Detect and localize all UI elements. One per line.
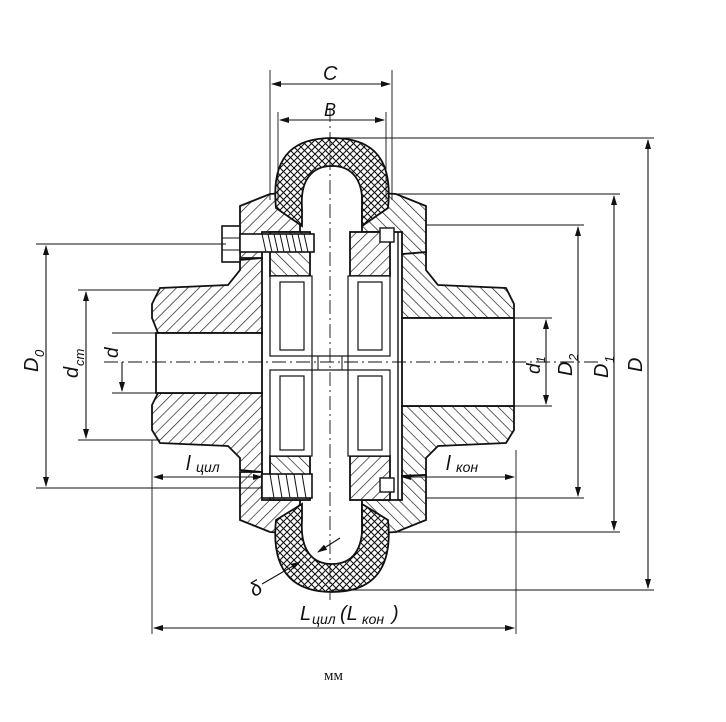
svg-text:(L: (L bbox=[340, 603, 358, 625]
svg-text:D: D bbox=[21, 358, 43, 372]
svg-text:d: d bbox=[524, 362, 545, 374]
svg-text:cт: cт bbox=[72, 349, 87, 367]
svg-text:кон: кон bbox=[456, 459, 478, 475]
svg-text:D: D bbox=[625, 358, 647, 372]
svg-text:цил: цил bbox=[312, 611, 336, 627]
svg-text:L: L bbox=[300, 603, 311, 625]
label-d: d bbox=[102, 346, 123, 358]
label-C: C bbox=[323, 63, 338, 85]
label-D: D bbox=[625, 358, 647, 372]
label-L-bottom: L цил (L кон ) bbox=[300, 603, 399, 627]
svg-text:d: d bbox=[102, 346, 123, 358]
units-caption: мм bbox=[324, 668, 343, 684]
left-hub bbox=[151, 257, 263, 473]
svg-text:1: 1 bbox=[534, 356, 548, 363]
label-lkon: l кон bbox=[446, 453, 478, 475]
svg-text:D: D bbox=[591, 364, 613, 378]
inner-sleeves bbox=[269, 275, 391, 457]
bolt-bottom bbox=[261, 473, 313, 499]
label-d1: d 1 bbox=[524, 356, 548, 374]
svg-text:2: 2 bbox=[566, 353, 581, 362]
label-D2: D 2 bbox=[555, 353, 581, 376]
rubber-tyre-top bbox=[274, 137, 390, 228]
right-hub bbox=[401, 251, 515, 477]
svg-text:l: l bbox=[186, 453, 191, 475]
dimension-labels: C B D 0 d cт d d 1 D 2 D 1 D l цил bbox=[21, 63, 647, 627]
dimension-lines bbox=[43, 81, 651, 631]
label-D0: D 0 bbox=[21, 349, 47, 372]
extension-lines bbox=[36, 70, 654, 634]
svg-text:0: 0 bbox=[32, 349, 47, 357]
rubber-tyre-bottom bbox=[274, 502, 390, 593]
label-delta: δ bbox=[246, 576, 267, 601]
label-B: B bbox=[324, 100, 336, 120]
svg-text:D: D bbox=[555, 362, 577, 376]
svg-text:1: 1 bbox=[602, 356, 617, 363]
bolt-top bbox=[221, 225, 315, 263]
svg-text:l: l bbox=[446, 453, 451, 475]
svg-text:кон: кон bbox=[362, 611, 384, 627]
svg-text:цил: цил bbox=[196, 459, 220, 475]
label-lcyl: l цил bbox=[186, 453, 220, 475]
label-D1: D 1 bbox=[591, 356, 617, 378]
label-dct: d cт bbox=[61, 349, 87, 379]
right-screws bbox=[379, 227, 399, 500]
svg-text:d: d bbox=[61, 366, 83, 378]
svg-text:): ) bbox=[390, 603, 399, 625]
